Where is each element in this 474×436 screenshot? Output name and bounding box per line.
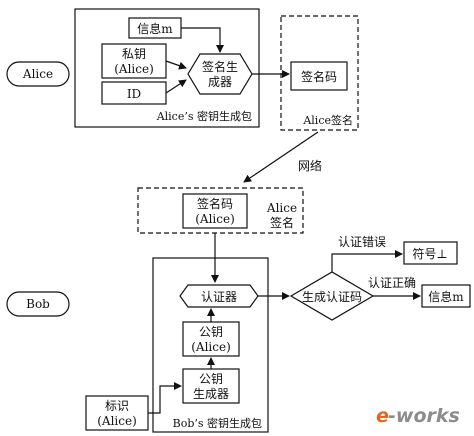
identity-box: 标识 (Alice)	[85, 395, 149, 431]
info-m-label: 信息m	[137, 21, 173, 36]
pubkey-generator-label-1: 公钥	[199, 372, 223, 386]
identity-label-2: (Alice)	[97, 414, 137, 428]
private-key-label-1: 私钥	[122, 47, 146, 61]
received-signature-label-1: 签名码	[197, 196, 233, 211]
private-key-box: 私钥 (Alice)	[101, 43, 167, 79]
arrow-identity-to-generator	[148, 382, 182, 414]
arrow-id-to-generator	[165, 79, 187, 94]
public-key-box: 公钥 (Alice)	[182, 321, 240, 357]
signature-code-label: 签名码	[301, 69, 337, 84]
signature-generator-label-2: 成器	[208, 75, 232, 89]
bob-package-label: Bob’s 密钥生成包	[173, 416, 262, 430]
signature-generator: 签名生 成器	[187, 53, 253, 95]
alice-actor-label: Alice	[22, 67, 53, 81]
network-label: 网络	[298, 158, 322, 173]
arrow-info-to-generator	[181, 27, 224, 53]
watermark-e: e	[376, 405, 389, 427]
bob-actor: Bob	[6, 291, 70, 317]
arrow-privatekey-to-generator	[165, 60, 187, 70]
public-key-label-2: (Alice)	[191, 340, 231, 354]
output-info-box: 信息m	[421, 284, 471, 308]
watermark-works: -works	[388, 405, 460, 427]
decision-diamond: 生成认证码	[289, 271, 375, 321]
id-box: ID	[101, 81, 167, 105]
public-key-generator-box: 公钥 生成器	[182, 368, 240, 404]
alice-actor: Alice	[6, 61, 70, 87]
bob-actor-label: Bob	[26, 297, 50, 311]
id-label: ID	[127, 87, 141, 101]
error-label: 认证错误	[338, 235, 386, 249]
decision-label: 生成认证码	[302, 290, 362, 304]
received-signature-label-2: (Alice)	[195, 212, 235, 226]
output-info-label: 信息m	[428, 289, 464, 304]
error-symbol-label: 符号⊥	[412, 246, 447, 261]
eworks-watermark: e -works	[376, 405, 460, 427]
verifier: 认证器	[179, 284, 259, 308]
error-symbol-box: 符号⊥	[403, 241, 458, 265]
received-alice-label: Alice	[266, 201, 297, 215]
private-key-label-2: (Alice)	[114, 62, 154, 76]
received-sign-label: 签名	[270, 215, 294, 230]
network-arrow	[243, 131, 319, 183]
received-signature-area: 签名码 (Alice) Alice 签名	[137, 187, 304, 234]
public-key-label-1: 公钥	[199, 325, 223, 339]
pubkey-generator-label-2: 生成器	[193, 387, 229, 401]
info-m-box: 信息m	[128, 17, 182, 39]
signature-generator-label-1: 签名生	[202, 59, 238, 74]
identity-label-1: 标识	[105, 399, 129, 413]
alice-signature-area: 签名码 Alice签名	[280, 15, 359, 131]
arrow-error-path	[331, 250, 403, 272]
correct-label: 认证正确	[368, 276, 416, 290]
alice-package-label: Alice’s 密钥生成包	[156, 109, 252, 123]
verifier-label: 认证器	[201, 290, 237, 304]
alice-signature-label: Alice签名	[302, 113, 353, 127]
